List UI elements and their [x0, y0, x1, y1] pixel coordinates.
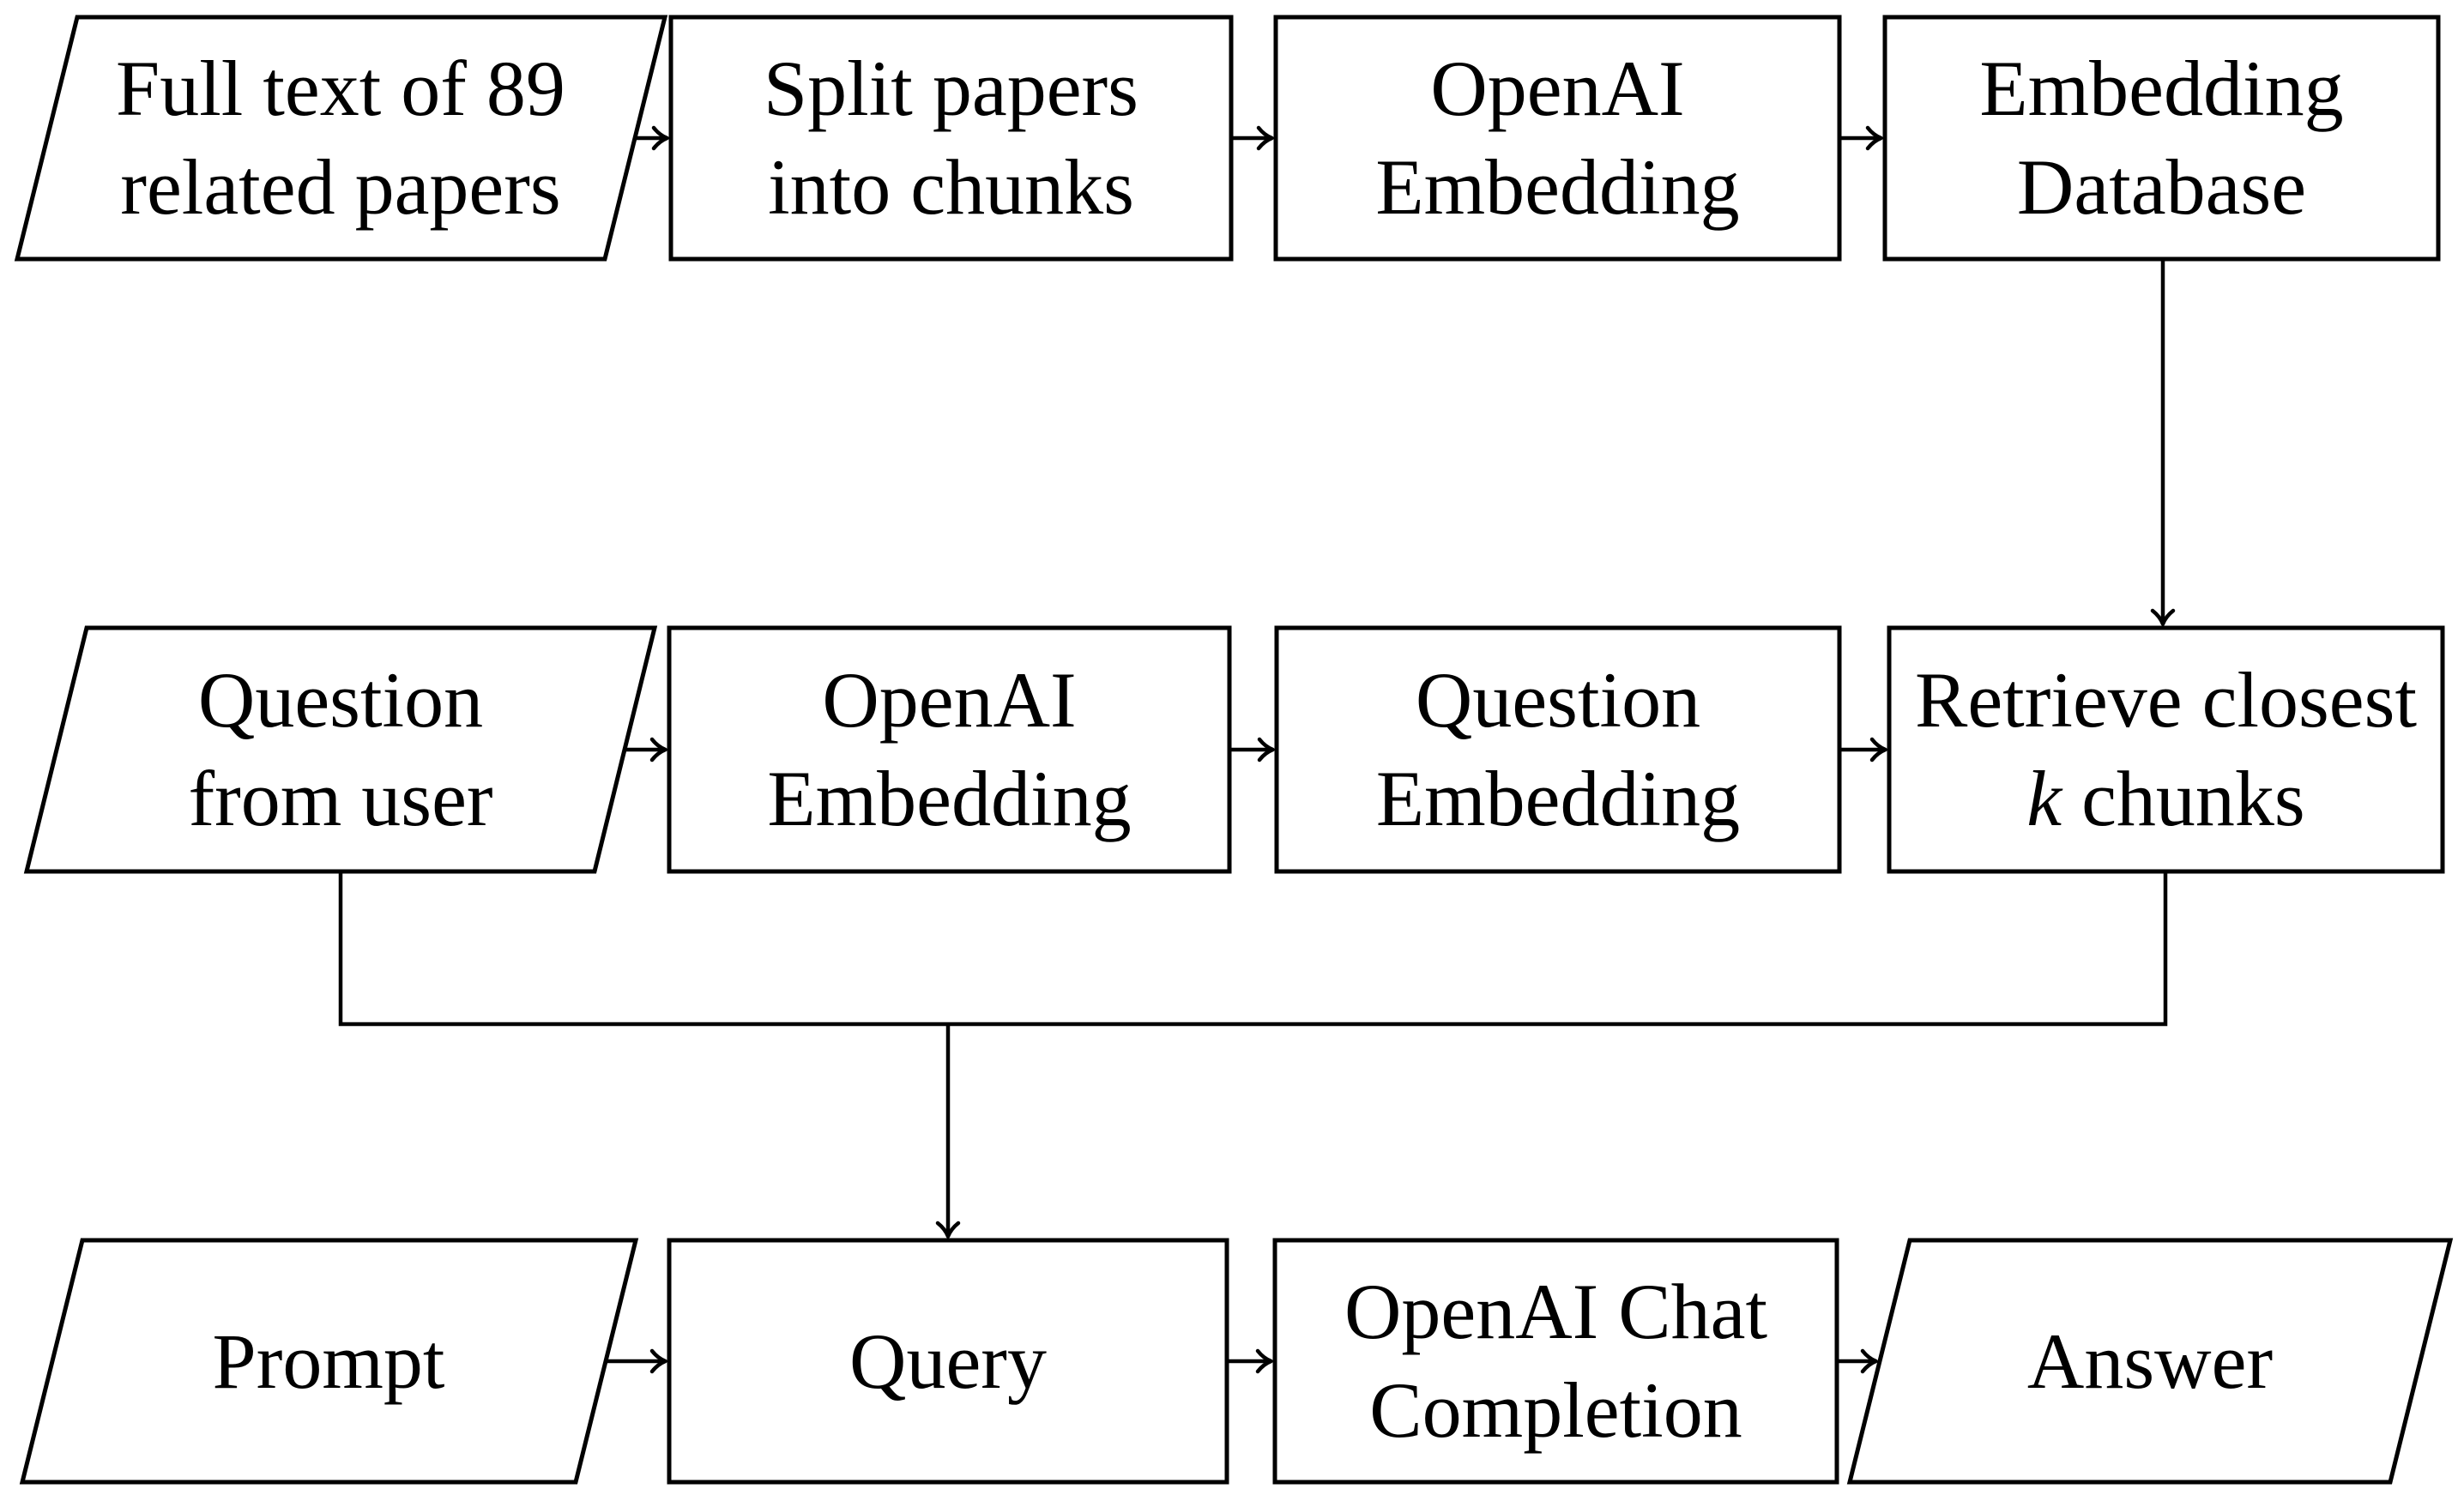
node-split-papers-shape	[668, 15, 1234, 262]
node-prompt-shape	[19, 1238, 639, 1485]
node-chat-completion-shape	[1272, 1238, 1839, 1485]
node-query-shape	[667, 1238, 1229, 1485]
node-retrieve-closest-shape	[1887, 625, 2445, 874]
node-openai-embedding-mid-shape	[667, 625, 1232, 874]
node-openai-embedding-top-shape	[1273, 15, 1842, 262]
node-full-text-shape	[14, 15, 668, 262]
node-answer-shape	[1846, 1238, 2454, 1485]
node-question-embedding-shape	[1274, 625, 1842, 874]
node-question-from-user-shape	[23, 625, 658, 874]
edge-bus-question-and-retrieve	[338, 873, 2168, 1027]
node-embedding-database-shape	[1882, 15, 2441, 262]
